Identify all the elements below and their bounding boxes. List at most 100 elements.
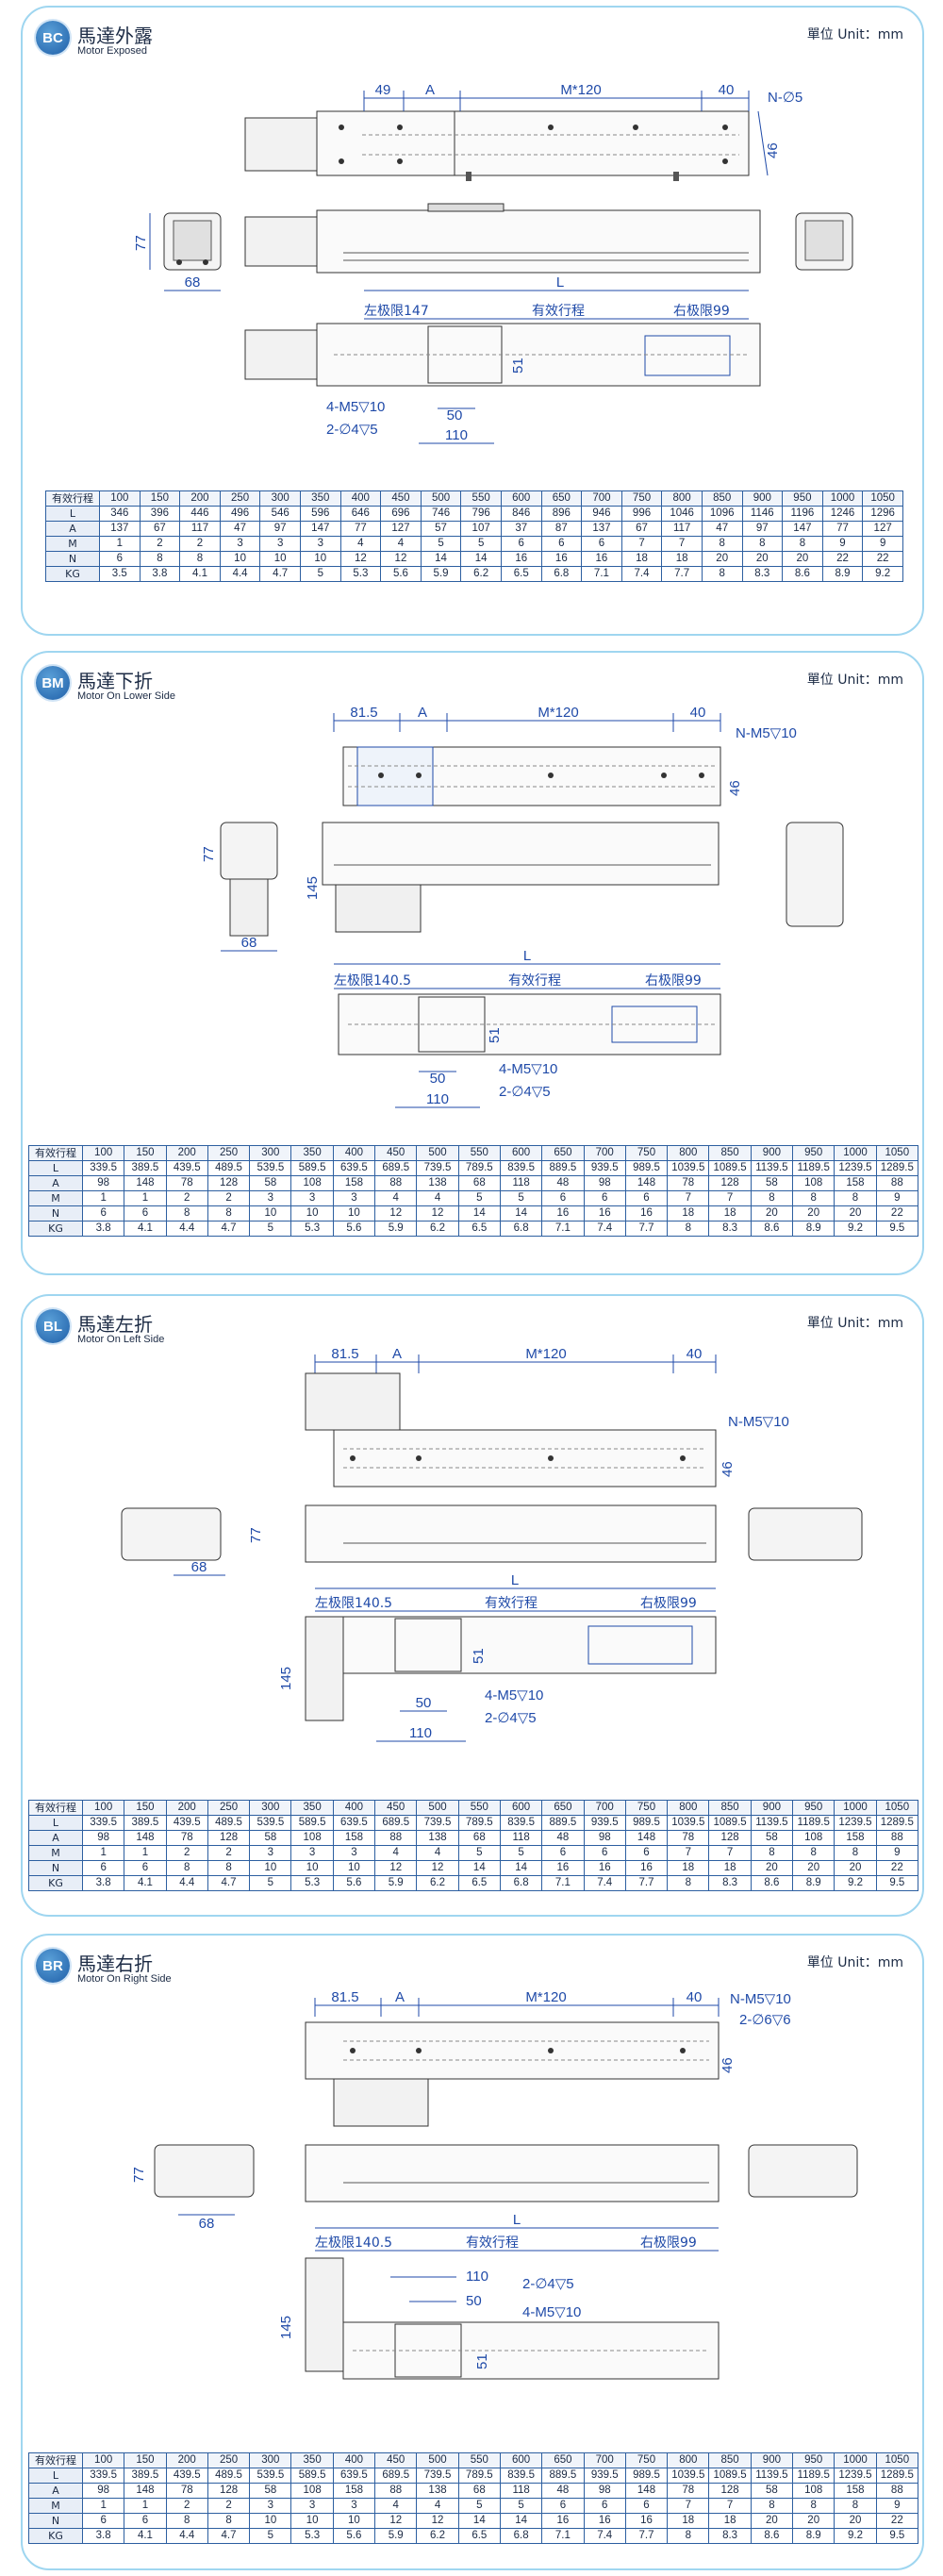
table-cell: 20 (792, 1860, 835, 1876)
section-subtitle: Motor On Left Side (77, 1334, 165, 1345)
table-cell: 148 (624, 1175, 669, 1191)
table-cell: 20 (750, 1205, 794, 1222)
table-cell: 546 (259, 506, 301, 522)
table-cell: 4 (416, 1190, 459, 1206)
table-cell: 18 (708, 1205, 752, 1222)
table-cell: 9.2 (862, 566, 903, 582)
table-cell: 8 (792, 1845, 835, 1861)
dim-110: 110 (409, 1725, 432, 1741)
section-title: 馬達右折 (77, 1953, 153, 1975)
table-cell: 2 (165, 2498, 208, 2514)
table-cell: 3.8 (81, 1221, 125, 1237)
table-cell: 58 (249, 1175, 292, 1191)
table-cell: 48 (541, 1175, 585, 1191)
left-limit-label: 左极限140.5 (315, 2235, 392, 2251)
bottom-view (338, 993, 721, 1055)
right-limit-label: 右极限99 (640, 1596, 697, 1611)
drawing-bc: 49 A M*120 40 N-∅5 46 77 68 L (133, 82, 853, 444)
table-cell: 5.3 (290, 2528, 334, 2544)
table-cell: 7.4 (583, 1221, 626, 1237)
table-cell: 98 (81, 1175, 125, 1191)
table-cell: 18 (667, 2513, 710, 2529)
table-cell: 500 (420, 490, 462, 507)
table-cell: 700 (583, 1145, 626, 1161)
table-cell: 100 (81, 1145, 125, 1161)
table-cell: 3 (249, 2498, 292, 2514)
unit-label: 單位 Unit：mm (806, 1955, 903, 1970)
table-cell: 439.5 (165, 1815, 208, 1831)
table-cell: 150 (124, 2452, 167, 2468)
table-cell: 5 (457, 1190, 501, 1206)
table-cell: 7 (708, 2498, 752, 2514)
table-cell: 22 (821, 551, 864, 567)
table-cell: 1046 (661, 506, 703, 522)
table-cell: 6 (581, 536, 622, 552)
table-cell: 127 (380, 521, 422, 537)
table-cell: 7.1 (541, 1221, 585, 1237)
table-cell: 6 (541, 1190, 585, 1206)
dim-side-height: 77 (201, 846, 217, 862)
dim-a: A (395, 1989, 405, 2005)
end-view-right (748, 1507, 863, 1561)
table-cell: 8 (834, 1190, 877, 1206)
table-cell: 600 (499, 1800, 543, 1816)
table-cell: 3 (219, 536, 261, 552)
table-cell: 8.9 (821, 566, 864, 582)
table-cell: 78 (165, 1175, 208, 1191)
table-cell: 58 (750, 1175, 794, 1191)
table-cell: 9 (875, 2498, 919, 2514)
row-label: M (28, 2498, 83, 2514)
table-cell: 746 (420, 506, 462, 522)
side-view (305, 1504, 717, 1563)
table-cell: 950 (792, 2452, 835, 2468)
stroke-label: 有效行程 (532, 304, 585, 319)
table-cell: 200 (179, 490, 221, 507)
table-cell: 10 (259, 551, 301, 567)
table-cell: 950 (782, 490, 823, 507)
table-cell: 650 (541, 1145, 585, 1161)
table-cell: 18 (661, 551, 703, 567)
table-cell: 1 (124, 1845, 167, 1861)
table-cell: 67 (620, 521, 663, 537)
table-cell: 7 (667, 1845, 710, 1861)
table-cell: 8.6 (750, 1875, 794, 1891)
table-cell: 108 (792, 1175, 835, 1191)
table-cell: 800 (667, 1800, 710, 1816)
table-cell: 339.5 (81, 2468, 125, 2484)
table-cell: 48 (541, 1830, 585, 1846)
table-cell: 800 (667, 1145, 710, 1161)
table-cell: 389.5 (124, 1160, 167, 1176)
table-cell: 350 (299, 490, 341, 507)
table-cell: 639.5 (332, 1815, 376, 1831)
table-cell: 5 (249, 1221, 292, 1237)
table-cell: 128 (708, 1175, 752, 1191)
bottom-view (244, 323, 761, 387)
table-cell: 16 (583, 1205, 626, 1222)
row-label: A (28, 1175, 83, 1191)
table-cell: 6 (624, 1190, 669, 1206)
table-cell: 4 (374, 1845, 418, 1861)
table-cell: 20 (834, 2513, 877, 2529)
table-cell: 3.8 (81, 1875, 125, 1891)
table-cell: 4 (374, 1190, 418, 1206)
table-cell: 539.5 (249, 1160, 292, 1176)
dim-pin: 2-∅4▽5 (485, 1710, 537, 1726)
table-cell: 14 (457, 1860, 501, 1876)
dim-50: 50 (416, 1695, 432, 1711)
table-cell: 98 (81, 2483, 125, 2499)
table-cell: 400 (332, 1800, 376, 1816)
dim-110: 110 (466, 2269, 488, 2285)
table-cell: 5 (249, 2528, 292, 2544)
table-cell: 5.6 (332, 1221, 376, 1237)
table-cell: 389.5 (124, 1815, 167, 1831)
table-cell: 8 (179, 551, 221, 567)
table-cell: 900 (750, 1145, 794, 1161)
table-cell: 12 (374, 1860, 418, 1876)
table-cell: 148 (124, 1175, 167, 1191)
table-cell: 4.4 (165, 1875, 208, 1891)
